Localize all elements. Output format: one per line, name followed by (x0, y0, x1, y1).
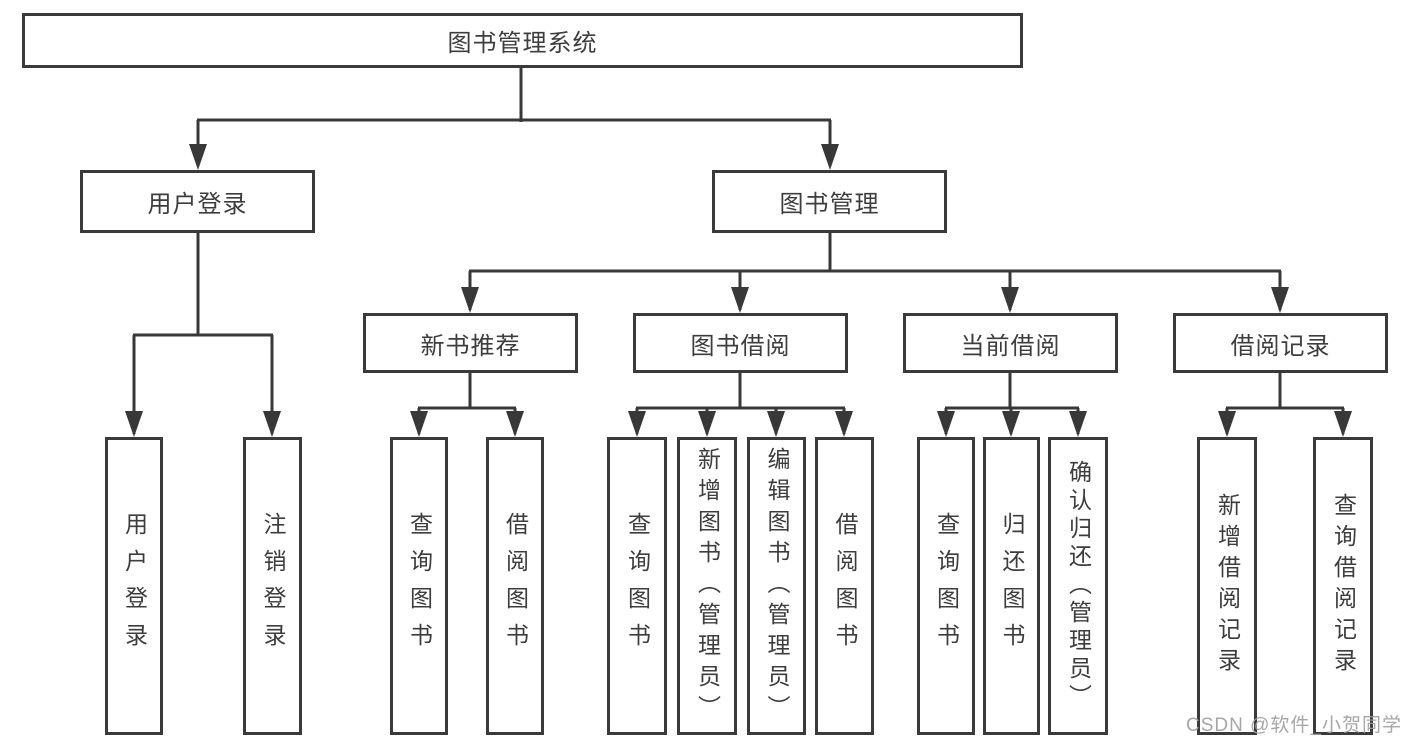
node-label: 图书管理 (779, 191, 880, 218)
node-leaf-query-borrow-record: 查询借阅记录 (1313, 437, 1373, 735)
node-label: 借阅图书 (502, 512, 529, 660)
node-leaf-logout: 注销登录 (243, 437, 302, 735)
arrowhead (698, 411, 716, 437)
arrowhead (937, 411, 955, 437)
node-label: 用户登录 (147, 191, 248, 218)
node-root: 图书管理系统 (22, 13, 1023, 68)
node-label: 查询借阅记录 (1330, 493, 1357, 679)
arrowhead (835, 411, 853, 437)
arrowhead (1218, 411, 1236, 437)
arrowhead (263, 411, 281, 437)
node-label: 归还图书 (999, 512, 1025, 660)
node-leaf-query-books-current: 查询图书 (917, 437, 975, 735)
node-label: 查询图书 (624, 512, 651, 660)
node-leaf-borrow-books-borrowing: 借阅图书 (815, 437, 874, 735)
connector-current-borrowing (937, 373, 1087, 437)
node-leaf-add-book-admin: 新增图书（管理员） (677, 437, 737, 735)
node-current-borrowing: 当前借阅 (903, 313, 1118, 373)
arrowhead (821, 144, 839, 170)
arrowhead (1334, 411, 1352, 437)
csdn-watermark: CSDN @软件_小贺同学 (1186, 715, 1402, 736)
node-label: 当前借阅 (960, 332, 1061, 360)
connector-book-borrowing (628, 373, 853, 437)
arrowhead (1069, 411, 1087, 437)
node-user-login: 用户登录 (80, 170, 315, 233)
node-label: 新增图书（管理员） (694, 446, 721, 726)
arrowhead (1001, 287, 1019, 313)
connector-root-to-level2 (189, 68, 839, 170)
connector-new-book-recommend (410, 373, 524, 437)
node-borrowing-records: 借阅记录 (1173, 313, 1388, 373)
node-leaf-add-borrow-record: 新增借阅记录 (1197, 437, 1257, 735)
node-label: 确认归还（管理员） (1065, 460, 1092, 712)
node-label: 借阅图书 (832, 512, 858, 660)
node-leaf-query-books-recommend: 查询图书 (390, 437, 448, 735)
node-new-book-recommend: 新书推荐 (363, 313, 578, 373)
node-label: 借阅记录 (1230, 332, 1331, 360)
node-label: 新书推荐 (420, 332, 521, 360)
node-leaf-return-book: 归还图书 (983, 437, 1040, 735)
node-book-management: 图书管理 (712, 170, 947, 233)
connector-borrowing-records (1218, 373, 1352, 437)
node-label: 注销登录 (260, 512, 286, 660)
arrowhead (125, 411, 143, 437)
node-label: 用户登录 (121, 512, 148, 660)
connector-user-login (125, 233, 281, 437)
arrowhead (506, 411, 524, 437)
node-label: 图书管理系统 (447, 30, 598, 57)
arrowhead (767, 411, 785, 437)
node-label: 图书借阅 (690, 332, 791, 360)
arrowhead (189, 144, 207, 170)
node-label: 查询图书 (933, 512, 960, 660)
node-book-borrowing: 图书借阅 (633, 313, 848, 373)
arrowhead (628, 411, 646, 437)
arrowhead (461, 287, 479, 313)
node-leaf-user-login: 用户登录 (105, 437, 163, 735)
node-label: 查询图书 (406, 512, 433, 660)
arrowhead (731, 287, 749, 313)
node-leaf-borrow-books-recommend: 借阅图书 (486, 437, 544, 735)
node-label: 编辑图书（管理员） (764, 446, 790, 726)
connector-book-management (461, 233, 1289, 313)
arrowhead (1002, 411, 1020, 437)
node-label: 新增借阅记录 (1214, 493, 1241, 679)
node-leaf-query-books-borrowing: 查询图书 (607, 437, 667, 735)
arrowhead (1271, 287, 1289, 313)
node-leaf-edit-book-admin: 编辑图书（管理员） (747, 437, 806, 735)
node-leaf-confirm-return-admin: 确认归还（管理员） (1048, 437, 1108, 735)
arrowhead (410, 411, 428, 437)
